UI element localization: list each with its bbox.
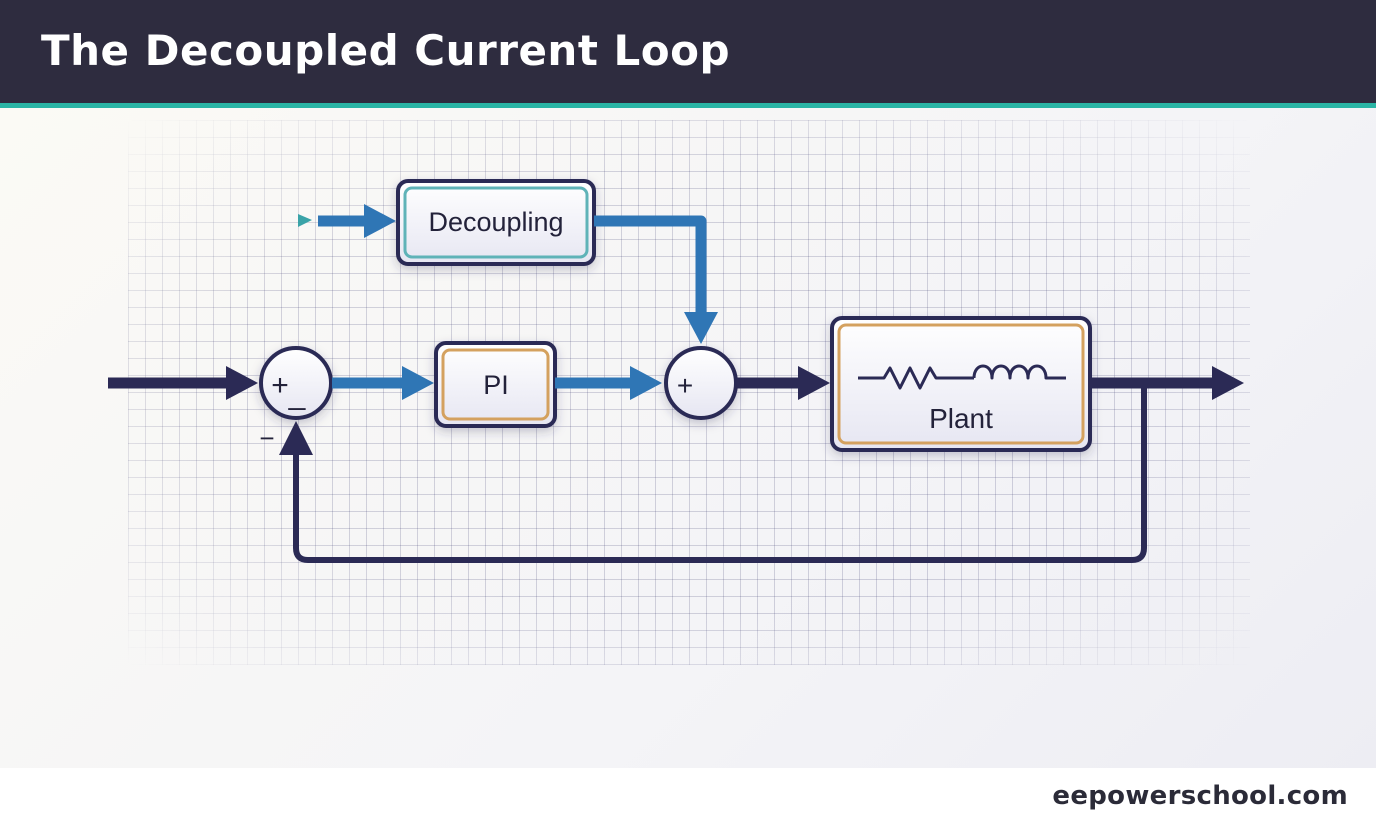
sum1-to-pi-arrow	[332, 366, 434, 400]
header-bar: The Decoupled Current Loop	[0, 0, 1376, 103]
resistor-inductor-symbol	[858, 364, 1066, 390]
feedforward-input-streak	[248, 214, 312, 229]
pi-to-sum2-arrow	[555, 366, 662, 400]
reference-input-arrow	[108, 366, 258, 400]
feedback-minus-sign: −	[259, 423, 274, 453]
plant-label: Plant	[929, 403, 993, 434]
sum2-to-plant-arrow	[737, 366, 830, 400]
output-arrow	[1090, 366, 1244, 400]
sum1-plus-sign: +	[271, 369, 289, 402]
page-title: The Decoupled Current Loop	[41, 26, 731, 75]
decoupling-label: Decoupling	[428, 207, 563, 237]
summing-junction-2: +	[664, 346, 738, 420]
feedback-path	[279, 383, 1147, 563]
pi-controller-block: PI	[434, 341, 557, 428]
decoupling-output-path	[594, 215, 718, 344]
header-accent-line	[0, 103, 1376, 108]
summing-junction-1: + _	[259, 346, 333, 420]
sum1-minus-sign: _	[288, 378, 307, 411]
sum2-plus-sign: +	[677, 370, 693, 401]
decoupling-block: Decoupling	[396, 179, 596, 266]
pi-label: PI	[483, 370, 509, 400]
decoupling-input-arrow	[318, 204, 396, 238]
plant-block: Plant	[830, 316, 1092, 452]
footer-bar	[0, 768, 1376, 825]
site-watermark[interactable]: eepowerschool.com	[1052, 781, 1348, 811]
